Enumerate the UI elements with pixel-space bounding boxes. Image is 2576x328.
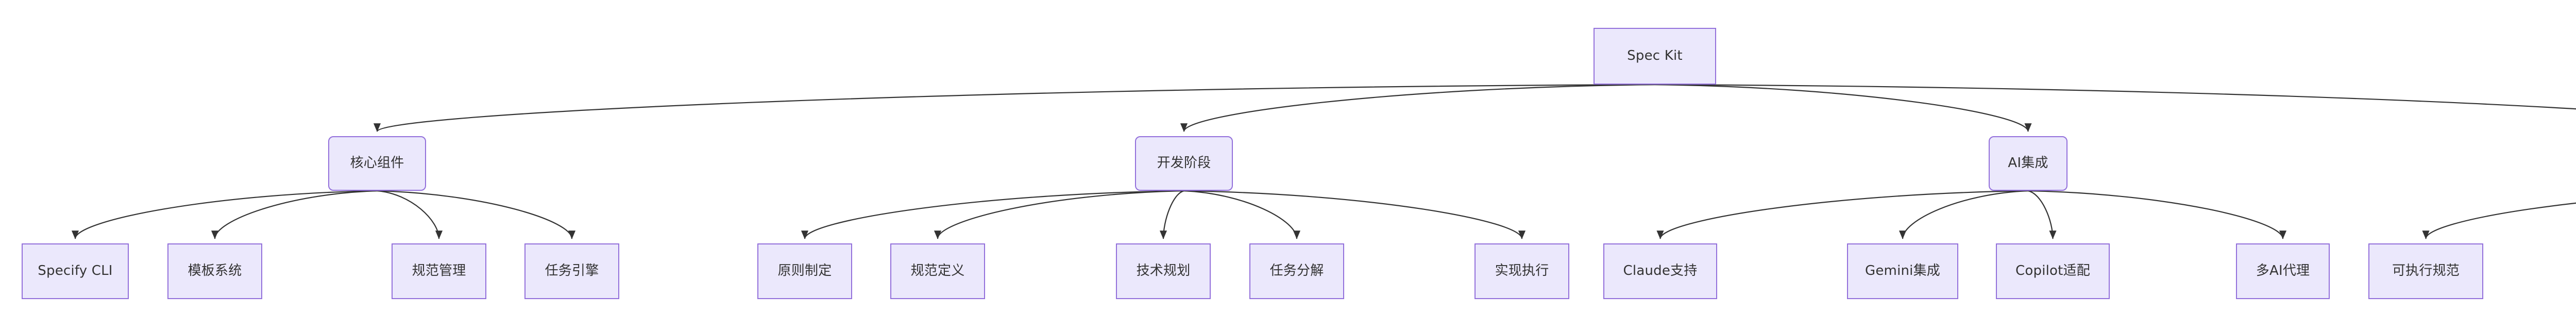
node-multi-ai-agent[interactable]: 多AI代理 bbox=[2236, 243, 2330, 299]
node-label-principle-making: 原则制定 bbox=[777, 263, 832, 279]
node-phase[interactable]: 开发阶段 bbox=[1135, 136, 1233, 191]
node-gemini-integration[interactable]: Gemini集成 bbox=[1847, 243, 1958, 299]
edge-root-to-core bbox=[374, 84, 1655, 132]
edge-ai-to-multi-ai-agent bbox=[2028, 190, 2286, 239]
node-spec-management[interactable]: 规范管理 bbox=[392, 243, 486, 299]
node-tech-planning[interactable]: 技术规划 bbox=[1116, 243, 1211, 299]
node-label-claude-support: Claude支持 bbox=[1623, 263, 1698, 279]
node-label-tech-planning: 技术规划 bbox=[1136, 263, 1191, 279]
edge-phase-to-task-breakdown bbox=[1183, 190, 1300, 239]
node-label-root: Spec Kit bbox=[1627, 48, 1683, 64]
edge-root-to-phase bbox=[1180, 84, 1655, 132]
node-label-gemini-integration: Gemini集成 bbox=[1865, 263, 1940, 279]
node-ai[interactable]: AI集成 bbox=[1989, 136, 2067, 191]
node-label-multi-ai-agent: 多AI代理 bbox=[2256, 263, 2310, 279]
node-principle-making[interactable]: 原则制定 bbox=[757, 243, 852, 299]
node-implementation[interactable]: 实现执行 bbox=[1475, 243, 1569, 299]
edge-phase-to-principle-making bbox=[801, 190, 1184, 239]
node-template-system[interactable]: 模板系统 bbox=[167, 243, 262, 299]
edge-ai-to-claude-support bbox=[1656, 190, 2028, 239]
node-label-specify-cli: Specify CLI bbox=[38, 263, 113, 279]
edge-output-to-executable-spec bbox=[2422, 202, 2576, 239]
edge-phase-to-tech-planning bbox=[1159, 190, 1184, 239]
edge-core-to-task-engine bbox=[377, 190, 575, 239]
edge-root-to-ai bbox=[1654, 84, 2032, 132]
edge-root-to-output bbox=[1654, 84, 2576, 110]
edge-core-to-template-system bbox=[211, 190, 378, 239]
edge-ai-to-gemini-integration bbox=[1899, 190, 2028, 239]
node-label-ai: AI集成 bbox=[2008, 155, 2048, 171]
edge-ai-to-copilot-adaptation bbox=[2028, 190, 2057, 239]
node-label-core: 核心组件 bbox=[350, 155, 404, 171]
edge-core-to-spec-management bbox=[377, 190, 443, 239]
node-spec-definition[interactable]: 规范定义 bbox=[890, 243, 985, 299]
edge-phase-to-implementation bbox=[1183, 190, 1526, 239]
node-label-task-engine: 任务引擎 bbox=[545, 263, 599, 279]
node-label-copilot-adaptation: Copilot适配 bbox=[2015, 263, 2090, 279]
node-label-task-breakdown: 任务分解 bbox=[1269, 263, 1324, 279]
node-label-spec-management: 规范管理 bbox=[412, 263, 466, 279]
node-specify-cli[interactable]: Specify CLI bbox=[22, 243, 129, 299]
node-core[interactable]: 核心组件 bbox=[328, 136, 426, 191]
node-root[interactable]: Spec Kit bbox=[1594, 28, 1716, 85]
node-claude-support[interactable]: Claude支持 bbox=[1603, 243, 1717, 299]
node-task-engine[interactable]: 任务引擎 bbox=[524, 243, 619, 299]
node-copilot-adaptation[interactable]: Copilot适配 bbox=[1996, 243, 2110, 299]
edge-core-to-specify-cli bbox=[72, 190, 378, 239]
node-label-phase: 开发阶段 bbox=[1157, 155, 1211, 171]
edge-phase-to-spec-definition bbox=[934, 190, 1184, 239]
node-executable-spec[interactable]: 可执行规范 bbox=[2368, 243, 2483, 299]
node-label-spec-definition: 规范定义 bbox=[910, 263, 965, 279]
node-label-template-system: 模板系统 bbox=[188, 263, 242, 279]
node-task-breakdown[interactable]: 任务分解 bbox=[1249, 243, 1344, 299]
node-label-executable-spec: 可执行规范 bbox=[2392, 263, 2460, 279]
node-label-implementation: 实现执行 bbox=[1495, 263, 1549, 279]
